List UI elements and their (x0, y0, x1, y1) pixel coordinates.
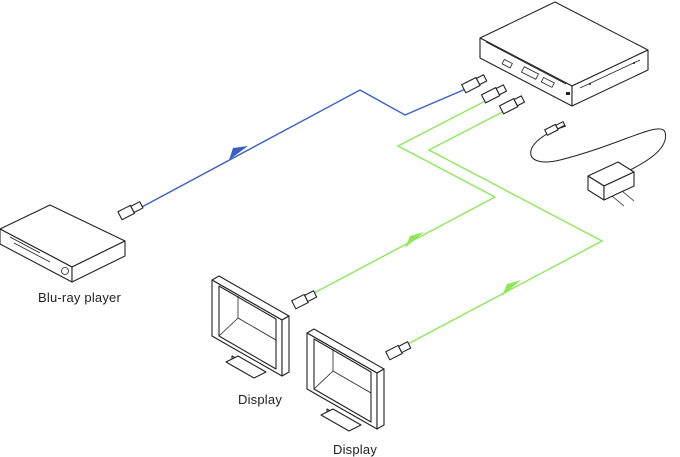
display-icon (306, 328, 385, 432)
hdmi-connector-icon (498, 95, 526, 115)
input-flow-arrow (229, 146, 248, 160)
hdmi-connector-icon (117, 201, 144, 221)
display-2-label: Display (333, 442, 378, 457)
dc-plug-icon (544, 121, 566, 136)
output-cable-2 (405, 106, 604, 346)
bluray-player-label: Blu-ray player (38, 290, 121, 305)
display-1-label: Display (238, 392, 283, 407)
splitter-icon (479, 1, 649, 107)
bluray-player-icon (0, 204, 126, 283)
hdmi-connector-icon (385, 341, 412, 361)
hdmi-connector-icon (461, 74, 488, 94)
power-adapter-icon (530, 121, 666, 207)
hdmi-connector-icon (480, 84, 508, 104)
output-flow-arrow-1 (405, 232, 424, 248)
display-icon (211, 275, 290, 379)
hdmi-connector-icon (291, 290, 318, 310)
input-cable (139, 87, 469, 209)
output-flow-arrow-2 (502, 280, 521, 296)
output-cable-1 (313, 94, 498, 294)
